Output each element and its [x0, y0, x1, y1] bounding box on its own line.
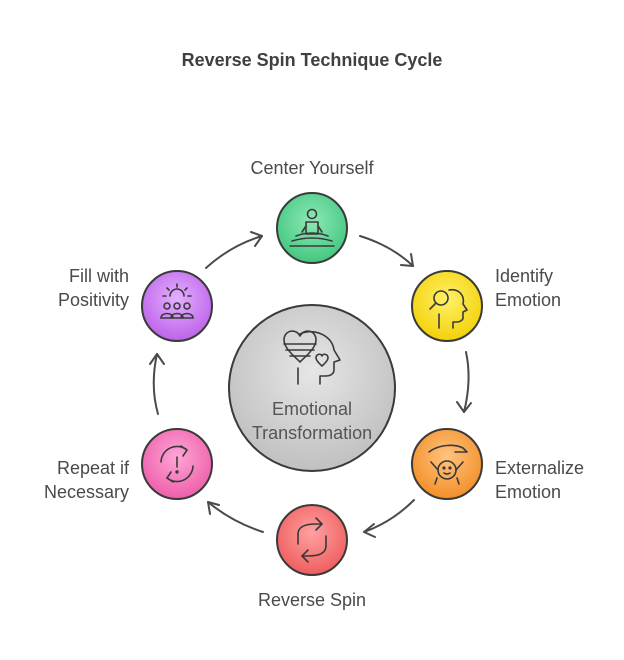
step-repeat-if-necessary: Repeat if Necessary	[44, 428, 213, 502]
arrow-identify-to-externalize	[456, 351, 472, 413]
arrow-reverse-to-repeat	[207, 501, 264, 533]
step-label-line1: Identify	[495, 266, 553, 286]
step-center-yourself: Center Yourself	[250, 158, 375, 264]
step-label: Center Yourself	[250, 158, 374, 178]
search-head-icon	[429, 288, 468, 329]
group-sun-icon	[160, 283, 194, 319]
step-label-line1: Fill with	[69, 266, 129, 286]
page-title: Reverse Spin Technique Cycle	[182, 50, 443, 70]
meditation-icon	[289, 208, 335, 247]
center-label-line2: Transformation	[252, 423, 372, 443]
arrow-fill-to-center	[205, 231, 263, 269]
reverse-cycle-icon	[297, 517, 327, 563]
step-reverse-spin: Reverse Spin	[258, 504, 366, 610]
step-label-line1: Repeat if	[57, 458, 130, 478]
step-externalize-emotion: Externalize Emotion	[411, 428, 584, 502]
heart-head-icon	[283, 330, 341, 385]
step-fill-with-positivity: Fill with Positivity	[58, 266, 213, 342]
hand-child-icon	[428, 444, 468, 485]
alert-cycle-icon	[160, 445, 194, 483]
cycle-arrows	[149, 231, 472, 538]
step-label-line2: Necessary	[44, 482, 129, 502]
arrow-center-to-identify	[359, 235, 414, 267]
center-node: Emotional Transformation	[228, 304, 396, 472]
step-label-line2: Emotion	[495, 290, 561, 310]
arrow-repeat-to-fill	[149, 353, 165, 415]
center-label-line1: Emotional	[272, 399, 352, 419]
step-label-line1: Externalize	[495, 458, 584, 478]
step-label: Reverse Spin	[258, 590, 366, 610]
step-label-line2: Positivity	[58, 290, 129, 310]
step-identify-emotion: Identify Emotion	[411, 266, 561, 342]
arrow-externalize-to-reverse	[363, 499, 415, 538]
step-label-line2: Emotion	[495, 482, 561, 502]
